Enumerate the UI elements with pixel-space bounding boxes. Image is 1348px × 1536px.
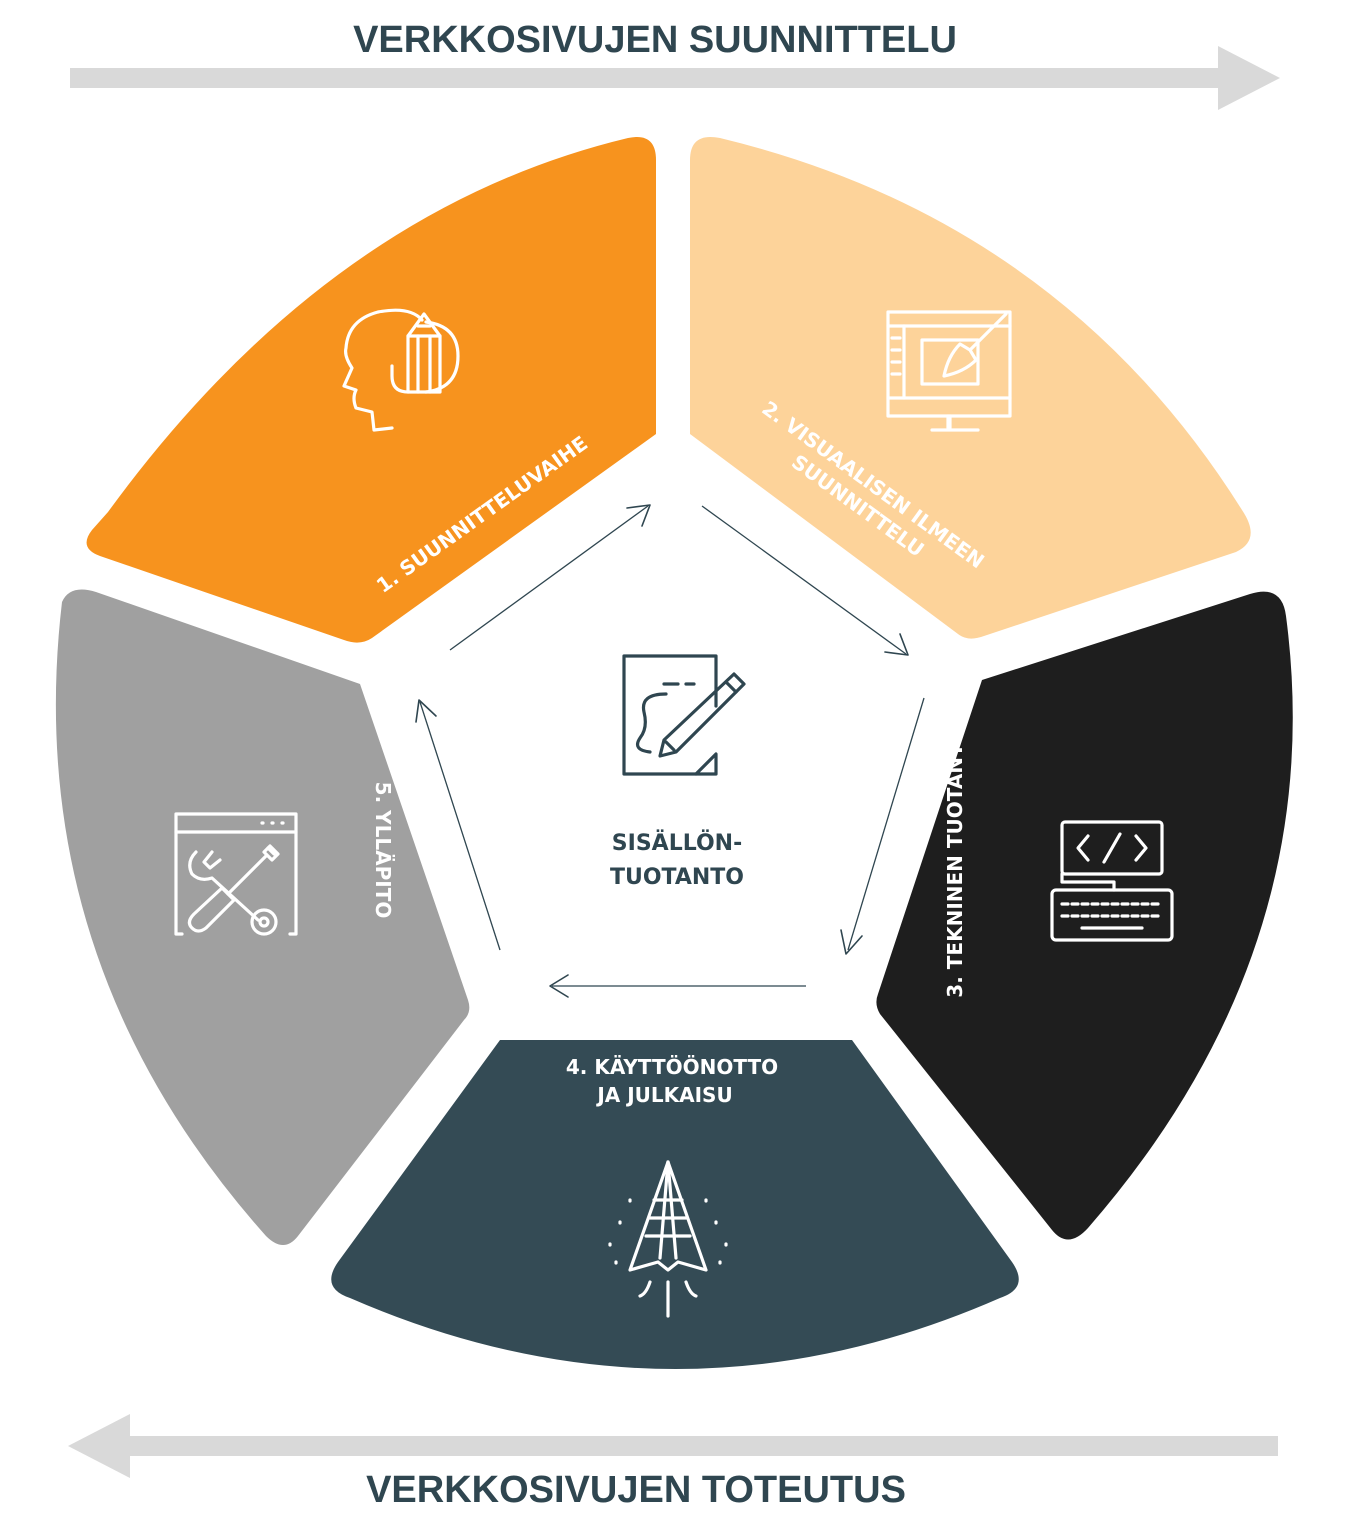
segment-5-label: 5. YLLÄPITO — [371, 782, 395, 919]
center-label-line1: SISÄLLÖN- — [612, 830, 742, 856]
bottom-banner-title: VERKKOSIVUJEN TOTEUTUS — [366, 1469, 906, 1511]
segment-4-label-line2: JA JULKAISU — [595, 1083, 732, 1107]
flow-arrowhead-4 — [549, 974, 569, 998]
flow-arrowhead-3 — [840, 929, 863, 955]
flow-arrow-to-step-1 — [449, 505, 649, 651]
right-arrow-banner — [70, 46, 1280, 110]
flow-arrow-to-step-5 — [419, 701, 501, 951]
rocket-icon — [608, 1160, 728, 1318]
flow-arrowhead-2 — [884, 633, 909, 656]
segment-1-planning — [86, 136, 657, 643]
segment-2-visual-design — [690, 136, 1251, 639]
code-keyboard-icon — [1050, 820, 1174, 942]
segment-4-label-line1: 4. KÄYTTÖÖNOTTO — [566, 1055, 778, 1079]
flow-arrow-to-step-2 — [701, 505, 907, 655]
head-pencil-icon — [342, 308, 460, 432]
tools-window-icon — [174, 812, 298, 936]
segment-4-deployment — [331, 1040, 1019, 1369]
monitor-paintbrush-icon — [886, 310, 1012, 432]
flow-arrow-to-step-3 — [847, 697, 925, 951]
document-pencil-icon — [622, 654, 746, 776]
segment-3-label: 3. TEKNINEN TUOTANTO — [943, 726, 967, 997]
left-arrow-banner — [68, 1414, 1278, 1478]
flow-arrowhead-1 — [626, 504, 651, 527]
flow-arrows — [415, 504, 925, 998]
center-label-line2: TUOTANTO — [610, 865, 744, 890]
top-banner-title: VERKKOSIVUJEN SUUNNITTELU — [353, 19, 957, 61]
segment-4-label: 4. KÄYTTÖÖNOTTO JA JULKAISU — [566, 1055, 778, 1107]
flow-arrowhead-5 — [415, 699, 437, 723]
